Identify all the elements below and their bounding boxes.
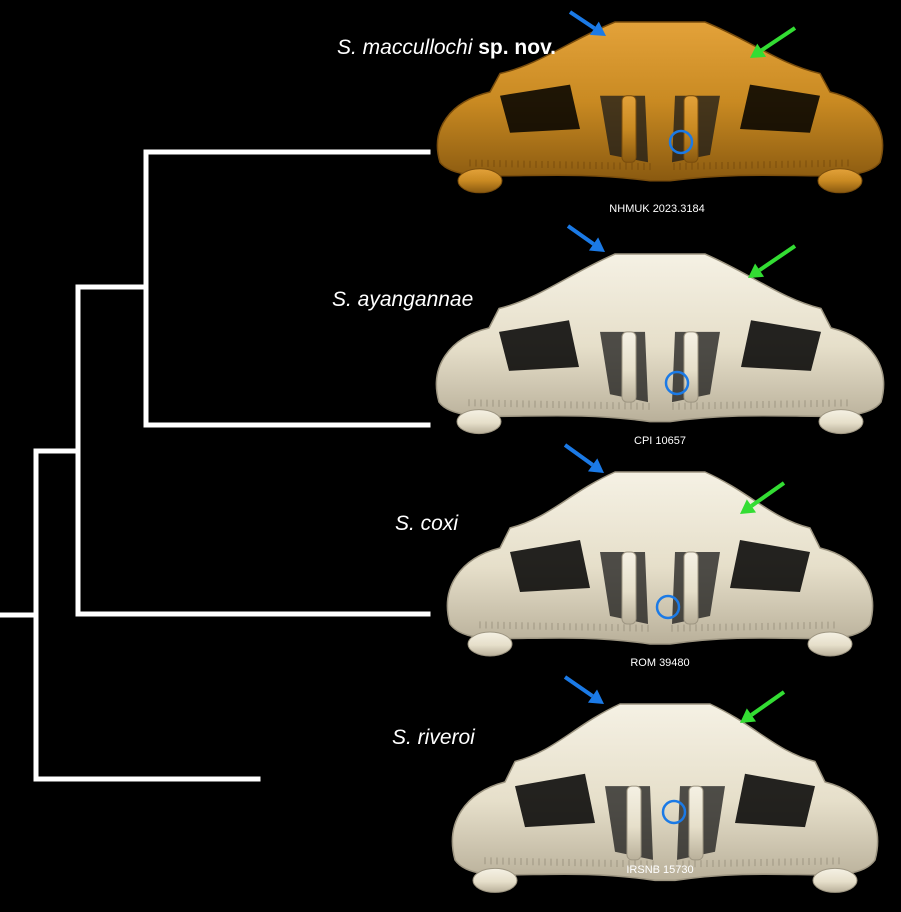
taxon-name: S. coxi xyxy=(395,512,458,535)
cladogram-tree xyxy=(0,152,428,779)
green-arrow-icon xyxy=(748,246,795,278)
right-condyle xyxy=(819,410,863,434)
skull-panels xyxy=(436,12,883,892)
left-condyle xyxy=(468,632,512,656)
blue-arrow-icon xyxy=(568,226,605,252)
green-arrow-icon xyxy=(750,28,795,58)
skull-outline xyxy=(452,704,877,880)
specimen-label-ayangannae: CPI 10657 xyxy=(634,435,686,447)
right-pillar xyxy=(684,552,698,624)
right-condyle xyxy=(808,632,852,656)
blue-arrow-icon xyxy=(565,677,604,704)
skull-outline xyxy=(447,472,872,644)
blue-arrow-icon xyxy=(565,445,604,473)
left-pillar xyxy=(622,96,636,163)
blue-arrow-icon xyxy=(570,12,606,36)
green-arrow-icon xyxy=(740,692,784,723)
left-condyle xyxy=(457,410,501,434)
specimen-label-riveroi: IRSNB 15730 xyxy=(626,864,693,876)
right-condyle xyxy=(818,169,862,193)
taxon-name: S. maccullochi xyxy=(337,36,472,59)
taxon-label-coxi: S. coxi xyxy=(395,512,458,536)
left-pillar xyxy=(627,786,641,860)
left-pillar xyxy=(622,332,636,402)
taxon-label-maccullochi: S. maccullochi sp. nov. xyxy=(337,36,556,60)
left-pillar xyxy=(622,552,636,624)
right-pillar xyxy=(684,332,698,402)
taxon-label-ayangannae: S. ayangannae xyxy=(332,288,473,312)
left-condyle xyxy=(458,169,502,193)
taxon-label-riveroi: S. riveroi xyxy=(392,726,475,750)
taxon-name: S. ayangannae xyxy=(332,288,473,311)
left-condyle xyxy=(473,868,517,892)
right-condyle xyxy=(813,868,857,892)
skull-riveroi xyxy=(452,677,877,892)
specimen-label-maccullochi: NHMUK 2023.3184 xyxy=(609,203,704,215)
taxon-suffix: sp. nov. xyxy=(478,36,556,59)
specimen-label-coxi: ROM 39480 xyxy=(630,657,689,669)
taxon-name: S. riveroi xyxy=(392,726,475,749)
skull-coxi xyxy=(447,445,872,656)
skull-ayangannae xyxy=(436,226,883,434)
right-pillar xyxy=(689,786,703,860)
